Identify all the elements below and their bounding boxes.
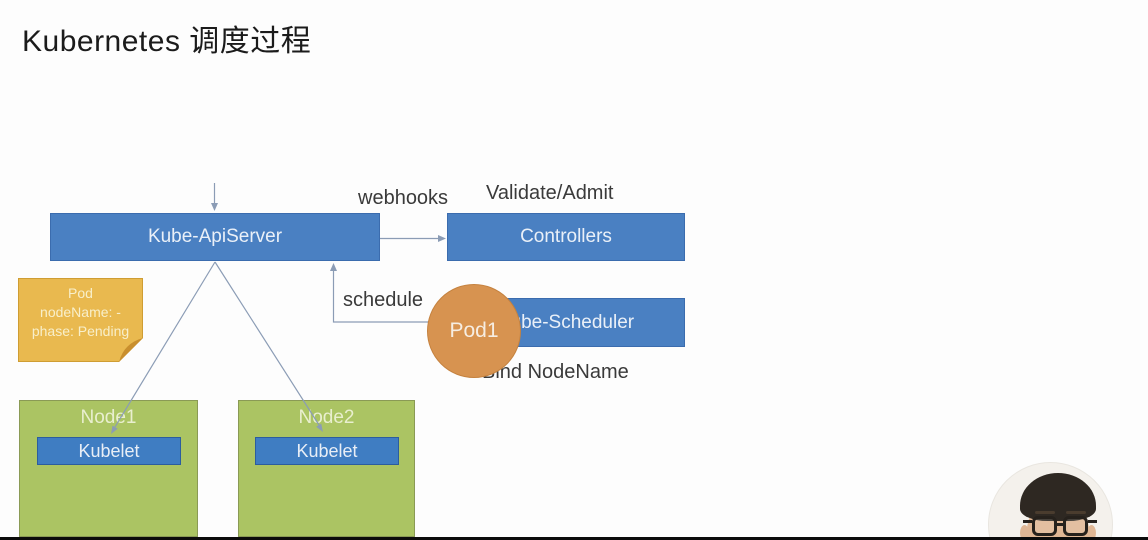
arrowhead-controllers [438,235,446,242]
pod1-circle: Pod1 [427,284,521,378]
note-fold-corner [119,338,143,362]
note-line-phase: phase: Pending [31,323,130,339]
kube-scheduler-label: Kube-Scheduler [497,311,635,333]
node2-kubelet-label: Kubelet [296,440,358,461]
node1-box: Node1 Kubelet [19,400,198,537]
node1-kubelet-box: Kubelet [37,437,181,465]
webcam-overlay [988,462,1113,540]
note-line-nodename: nodeName: - [40,304,121,320]
box-kube-apiserver: Kube-ApiServer [50,213,380,261]
glasses-bridge [1056,523,1064,526]
node2-kubelet-box: Kubelet [255,437,399,465]
kube-apiserver-label: Kube-ApiServer [147,226,283,247]
pod1-label: Pod1 [449,319,499,342]
box-controllers: Controllers [447,213,685,261]
avatar-ear-left [1020,525,1029,540]
video-letterbox-bar [0,537,1148,540]
arrowhead-schedule [330,263,337,271]
label-webhooks: webhooks [358,187,449,209]
avatar-eyebrow-right [1066,511,1086,514]
sticky-note-pod-pending: Pod nodeName: - phase: Pending [18,278,143,362]
avatar-ear-right [1087,525,1096,540]
arrowhead-apiserver-top [211,203,218,211]
label-schedule: schedule [343,289,424,311]
glasses-arm-right [1088,520,1097,523]
controllers-label: Controllers [520,226,612,247]
glasses-arm-left [1023,520,1032,523]
glasses-lens-left [1032,516,1057,536]
note-line-pod: Pod [68,285,93,301]
label-bind-nodename: Bind NodeName [482,361,629,383]
label-validate-admit: Validate/Admit [486,182,614,204]
avatar-eyebrow-left [1035,511,1055,514]
glasses-lens-right [1063,516,1088,536]
node2-label: Node2 [298,407,355,428]
node1-kubelet-label: Kubelet [78,440,140,461]
node1-label: Node1 [80,407,137,428]
node2-box: Node2 Kubelet [238,400,415,537]
page-title: Kubernetes 调度过程 [22,25,312,58]
